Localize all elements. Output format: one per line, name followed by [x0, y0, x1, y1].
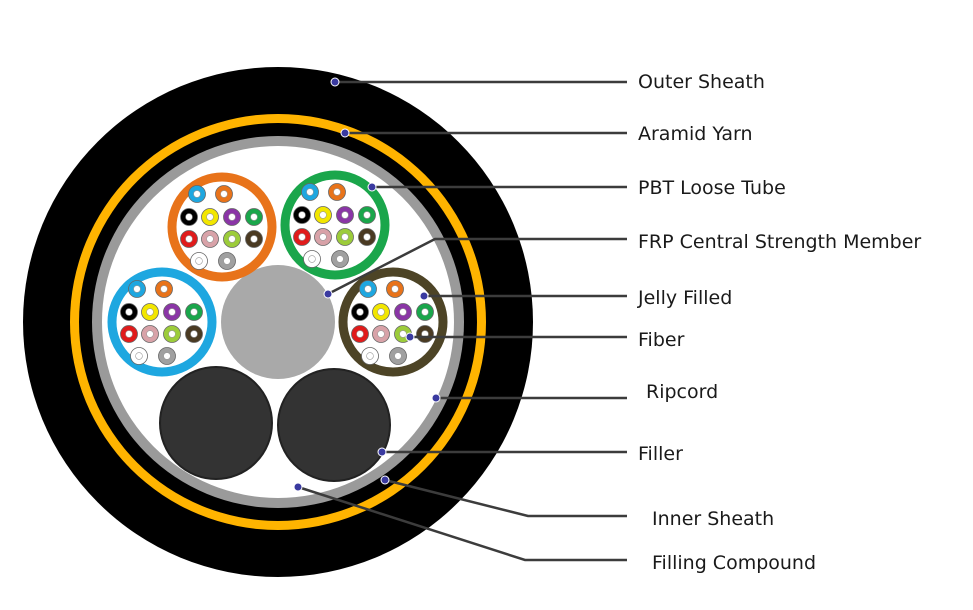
fiber-core-0-9 [250, 235, 258, 243]
fiber-core-0-5 [250, 213, 258, 221]
fiber-core-0-11 [223, 257, 231, 265]
fiber-core-3-10 [366, 352, 374, 360]
marker-outer-sheath [330, 77, 340, 87]
label-outer-sheath: Outer Sheath [638, 71, 765, 93]
fiber-core-2-4 [168, 308, 176, 316]
fiber-core-1-9 [363, 233, 371, 241]
marker-fiber [405, 332, 415, 342]
frp-central-strength-member [221, 265, 335, 379]
fiber-core-0-8 [228, 235, 236, 243]
leader-frp-member [327, 237, 627, 296]
leader-lines [297, 80, 627, 562]
callout-labels: Outer Sheath Aramid Yarn PBT Loose Tube … [637, 71, 921, 574]
fiber-core-3-8 [399, 330, 407, 338]
fiber-core-0-10 [195, 257, 203, 265]
fiber-core-1-0 [306, 188, 314, 196]
fiber-core-1-4 [341, 211, 349, 219]
marker-filling-compound [293, 482, 303, 492]
label-fiber: Fiber [638, 329, 685, 351]
fiber-core-0-0 [193, 190, 201, 198]
fiber-core-3-11 [394, 352, 402, 360]
fiber-core-1-2 [298, 211, 306, 219]
marker-jelly-filled [419, 291, 429, 301]
label-frp-member: FRP Central Strength Member [638, 231, 921, 253]
label-ripcord: Ripcord [646, 381, 718, 403]
fiber-core-2-10 [135, 352, 143, 360]
fiber-core-0-2 [185, 213, 193, 221]
fiber-core-1-7 [319, 233, 327, 241]
fiber-core-3-6 [356, 330, 364, 338]
label-aramid-yarn: Aramid Yarn [638, 123, 753, 145]
leader-inner-sheath [384, 478, 627, 518]
marker-inner-sheath [380, 475, 390, 485]
loose-tubes [107, 170, 448, 377]
fiber-core-1-1 [333, 188, 341, 196]
fiber-core-1-3 [319, 211, 327, 219]
marker-dots [293, 77, 441, 492]
label-filling-compound: Filling Compound [652, 552, 816, 574]
fiber-core-1-6 [298, 233, 306, 241]
fiber-core-2-6 [125, 330, 133, 338]
fiber-core-2-1 [160, 285, 168, 293]
fiber-core-3-3 [377, 308, 385, 316]
fiber-core-2-9 [190, 330, 198, 338]
fiber-core-1-10 [308, 255, 316, 263]
fiber-core-2-0 [133, 285, 141, 293]
fiber-core-2-7 [146, 330, 154, 338]
fiber-core-0-6 [185, 235, 193, 243]
fiber-core-1-5 [363, 211, 371, 219]
marker-frp-member [323, 289, 333, 299]
fiber-core-1-11 [336, 255, 344, 263]
fiber-core-2-3 [146, 308, 154, 316]
label-pbt-loose-tube: PBT Loose Tube [638, 177, 786, 199]
marker-aramid-yarn [340, 128, 350, 138]
fiber-core-3-7 [377, 330, 385, 338]
fiber-core-3-2 [356, 308, 364, 316]
fiber-core-0-1 [220, 190, 228, 198]
fiber-core-0-7 [206, 235, 214, 243]
fiber-core-3-4 [399, 308, 407, 316]
fiber-core-3-5 [421, 308, 429, 316]
fiber-core-2-11 [163, 352, 171, 360]
filler-rod-left [159, 366, 273, 480]
fiber-core-1-8 [341, 233, 349, 241]
loose-tube-blue [107, 267, 217, 377]
loose-tube-orange [167, 172, 277, 282]
fiber-core-2-5 [190, 308, 198, 316]
fiber-core-3-0 [364, 285, 372, 293]
fiber-core-0-4 [228, 213, 236, 221]
marker-pbt-loose-tube [367, 182, 377, 192]
fiber-core-2-2 [125, 308, 133, 316]
filler-rod-right [277, 368, 391, 482]
marker-filler [377, 447, 387, 457]
label-filler: Filler [638, 443, 683, 465]
label-inner-sheath: Inner Sheath [652, 508, 774, 530]
label-jelly-filled: Jelly Filled [637, 287, 732, 309]
marker-ripcord [431, 393, 441, 403]
leader-filling-compound [297, 485, 627, 562]
fiber-core-0-3 [206, 213, 214, 221]
fiber-core-3-1 [391, 285, 399, 293]
loose-tube-brown [338, 267, 448, 377]
fiber-core-2-8 [168, 330, 176, 338]
loose-tube-green [280, 170, 390, 280]
